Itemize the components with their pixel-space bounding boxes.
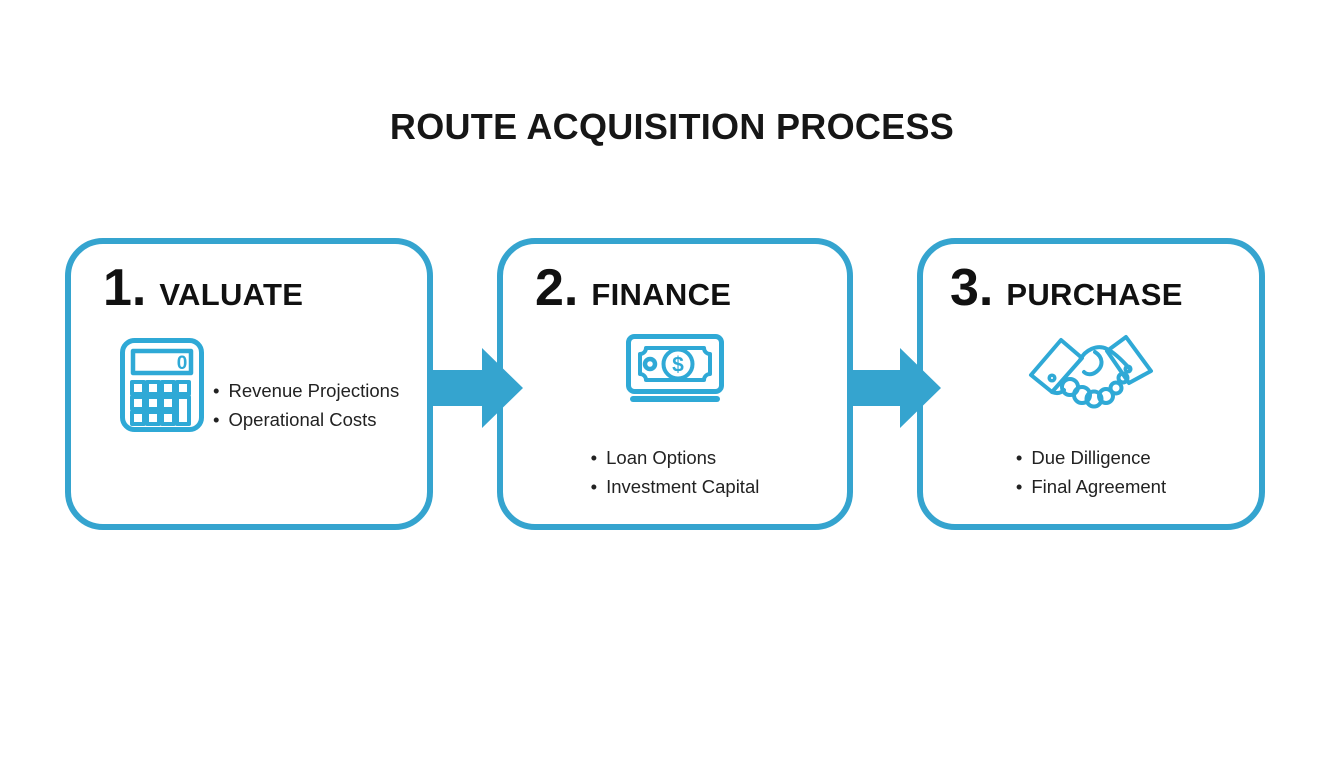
step-card-finance: 2. FINANCE $ Loan Options Investment Cap… xyxy=(497,238,853,530)
page-title: ROUTE ACQUISITION PROCESS xyxy=(389,106,955,147)
step-heading: 2. FINANCE xyxy=(535,258,847,318)
bullet-item: Due Dilligence xyxy=(1016,443,1166,472)
dollar-symbol: $ xyxy=(672,354,684,377)
bullet-item: Operational Costs xyxy=(213,405,399,434)
arrow-right-icon xyxy=(433,348,523,428)
calculator-display-digit: 0 xyxy=(177,353,188,374)
bullet-item: Investment Capital xyxy=(591,472,759,501)
bullet-item: Final Agreement xyxy=(1016,472,1166,501)
handshake-icon xyxy=(1029,335,1153,409)
step-card-purchase: 3. PURCHASE Due Dilligence xyxy=(917,238,1265,530)
bullet-list: Revenue Projections Operational Costs xyxy=(213,376,399,434)
step-label: VALUATE xyxy=(159,277,304,312)
step-number: 2. xyxy=(535,259,579,317)
arrow-right-icon xyxy=(851,348,941,428)
step-label: PURCHASE xyxy=(1006,277,1183,312)
step-number: 3. xyxy=(950,259,994,317)
bullet-item: Loan Options xyxy=(591,443,760,472)
step-card-valuate: 1. VALUATE 0 Revenue Projections Operati… xyxy=(65,238,433,530)
calculator-icon: 0 xyxy=(120,338,204,432)
step-heading: 3. PURCHASE xyxy=(950,258,1259,318)
step-number: 1. xyxy=(103,259,147,317)
step-heading: 1. VALUATE xyxy=(103,258,427,318)
step-label: FINANCE xyxy=(591,277,732,312)
bullet-list: Loan Options Investment Capital xyxy=(591,443,760,501)
bullet-list: Due Dilligence Final Agreement xyxy=(1016,443,1166,501)
money-bill-icon: $ xyxy=(626,334,724,402)
bullet-item: Revenue Projections xyxy=(213,376,399,405)
